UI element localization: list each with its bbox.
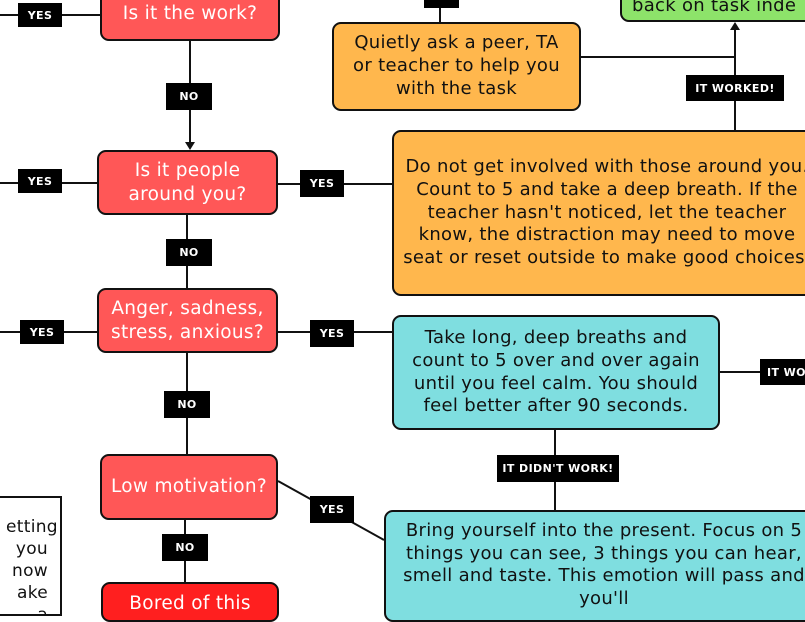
decision-work-text: Is it the work? (122, 2, 258, 24)
tag-it-didnt-work: IT DIDN'T WORK! (497, 455, 619, 482)
note-left-partial-text: etting you now ake a (6, 517, 58, 616)
decision-emotion-text: Anger, sadness, stress, anxious? (111, 298, 264, 343)
decision-people-text: Is it people around you? (128, 160, 247, 205)
tag-no-3: NO (164, 391, 210, 418)
decision-people: Is it people around you? (97, 150, 278, 215)
action-ask-peer-text: Quietly ask a peer, TA or teacher to hel… (353, 32, 560, 99)
tag-top-partial (424, 0, 459, 8)
tag-yes-motivation: YES (310, 496, 354, 523)
decision-emotion: Anger, sadness, stress, anxious? (97, 288, 278, 353)
tag-it-worked-partial: IT WO (760, 359, 805, 385)
tag-yes-left-3: YES (20, 320, 64, 344)
decision-motivation: Low motivation? (100, 454, 278, 520)
tag-yes-left-2: YES (18, 169, 62, 193)
arrow-head-people (185, 142, 195, 150)
action-breathe-text: Take long, deep breaths and count to 5 o… (412, 327, 700, 417)
note-left-partial: etting you now ake a (0, 496, 62, 616)
tag-yes-people: YES (300, 170, 344, 197)
decision-bored: Bored of this (101, 582, 279, 622)
action-ask-peer: Quietly ask a peer, TA or teacher to hel… (332, 22, 581, 111)
result-back-on-task: back on task inde (620, 0, 805, 22)
tag-it-worked: IT WORKED! (686, 75, 784, 101)
tag-yes-left-1: YES (18, 3, 62, 27)
tag-no-2: NO (166, 239, 212, 266)
action-present: Bring yourself into the present. Focus o… (384, 510, 805, 622)
result-back-on-task-text: back on task inde (632, 0, 797, 17)
decision-motivation-text: Low motivation? (110, 476, 268, 498)
action-breathe: Take long, deep breaths and count to 5 o… (392, 315, 720, 430)
action-people-text: Do not get involved with those around yo… (403, 156, 805, 268)
arrow-head-success (730, 22, 740, 30)
decision-work: Is it the work? (100, 0, 280, 41)
action-present-text: Bring yourself into the present. Focus o… (403, 520, 805, 610)
action-people: Do not get involved with those around yo… (392, 130, 805, 296)
tag-no-1: NO (166, 83, 212, 110)
tag-yes-emotion: YES (310, 320, 354, 347)
tag-no-4: NO (162, 534, 208, 561)
